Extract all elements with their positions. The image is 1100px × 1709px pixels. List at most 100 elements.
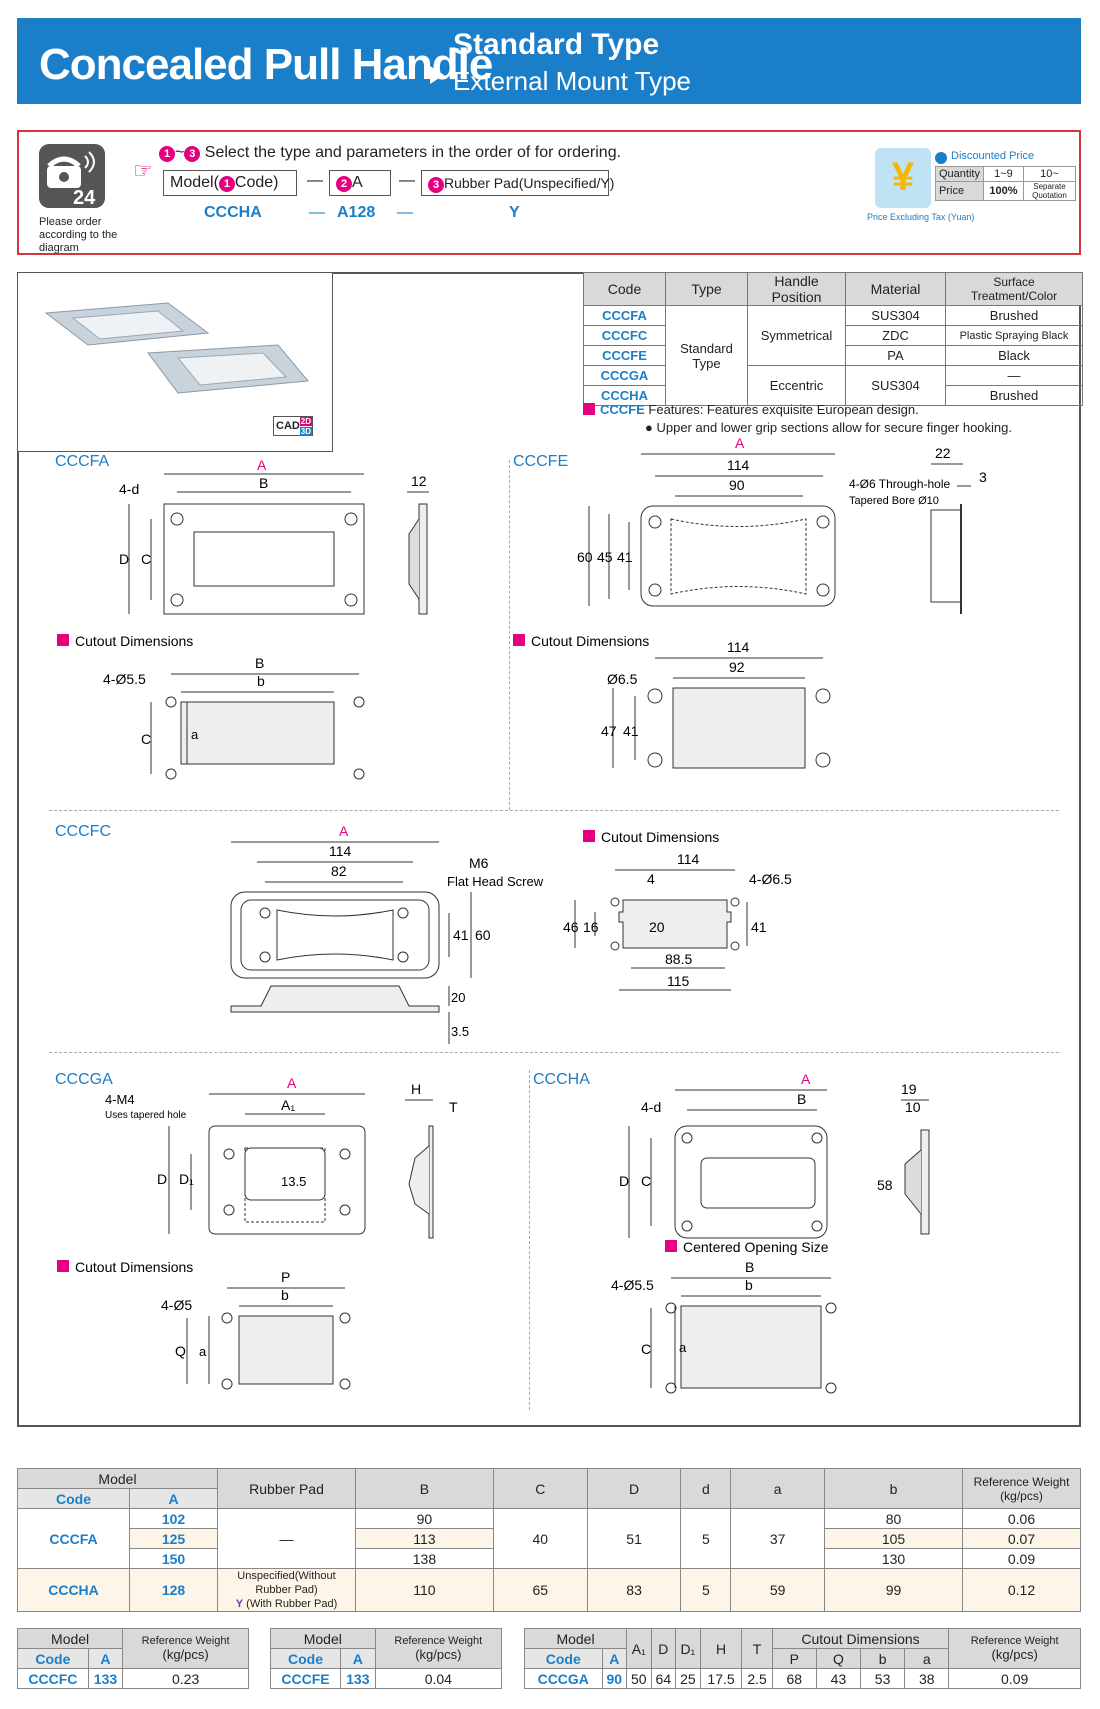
bt-col-B: B — [355, 1468, 494, 1509]
bt-ha-pad: Unspecified(Without Rubber Pad) Y (With R… — [217, 1568, 356, 1612]
bt-fa-w1: 0.06 — [962, 1508, 1081, 1529]
feature-line-1: Features: Features exquisite European de… — [648, 402, 919, 417]
fc-code: Code — [17, 1648, 89, 1669]
bt-weight-unit: (kg/pcs) — [1000, 1488, 1043, 1503]
cccfe-table: Model Reference Weight(kg/pcs) Code A CC… — [270, 1628, 503, 1689]
rubber-pad-box-label: Rubber Pad(Unspecified/Y) — [444, 175, 615, 191]
cccha-cut-C: C — [641, 1341, 651, 1357]
cccga-cut-b: b — [281, 1287, 289, 1303]
fc-w-val: 0.23 — [122, 1668, 249, 1689]
cccha-dim-d: 4-d — [641, 1099, 661, 1115]
cccha-dim-D: D — [619, 1173, 629, 1189]
cccfc-title: CCCFC — [55, 823, 111, 840]
cad-badge[interactable]: CAD 2D 3D — [273, 416, 313, 436]
cccfa-cutout-icon — [57, 634, 69, 646]
ga-model: Model — [523, 1628, 628, 1649]
order-note: Please order according to the diagram — [39, 216, 118, 254]
spec-symmetrical: Symmetrical — [747, 305, 846, 366]
ga-col-t: T — [741, 1628, 773, 1669]
cccfe-dim-22: 22 — [935, 445, 951, 461]
bt-ha-pad1: Unspecified(Without Rubber Pad) — [237, 1570, 336, 1596]
dimension-table: Model Rubber Pad B C D d a b Reference W… — [17, 1468, 1081, 1612]
step-badge-2: 2 — [336, 176, 352, 192]
cccfc-dim-A: A — [339, 823, 349, 839]
cccfe-dim-41: 41 — [617, 549, 633, 565]
price-2: Separate Quotation — [1022, 181, 1076, 201]
cccfa-cut-a: a — [191, 727, 199, 742]
bt-ha-w: 0.12 — [962, 1568, 1081, 1612]
price-label: Price — [935, 181, 984, 201]
cccfa-title: CCCFA — [55, 453, 110, 470]
cccfe-title: CCCFE — [513, 453, 568, 470]
discount-title: Discounted Price — [951, 150, 1035, 162]
cccha-cut-b: b — [745, 1277, 753, 1293]
product-photo — [44, 302, 309, 394]
fe-weight: Reference Weight(kg/pcs) — [374, 1628, 503, 1669]
bt-ha-pad-y: Y — [235, 1598, 244, 1610]
ga-b-val: 53 — [860, 1668, 906, 1689]
cccha-centered-icon — [665, 1240, 677, 1252]
fe-w-val: 0.04 — [374, 1668, 503, 1689]
cccga-dim-A1: A₁ — [281, 1097, 295, 1113]
cccfc-screw2: Flat Head Screw — [447, 874, 544, 889]
ga-col-h: H — [699, 1628, 743, 1669]
ga-cut-a: a — [904, 1648, 950, 1669]
spec-h-surface: Surface Treatment/Color — [945, 272, 1083, 306]
spec-code-cccha: CCCHA — [583, 385, 666, 406]
cccfe-cut-92: 92 — [729, 659, 745, 675]
ga-col-a1: A₁ — [626, 1628, 652, 1669]
bt-rubber: Rubber Pad — [217, 1468, 356, 1509]
cccfe-cut-47: 47 — [601, 723, 617, 739]
cccfc-cut-hole: 4-Ø6.5 — [749, 871, 792, 887]
cccfc-cut-4: 4 — [647, 871, 655, 887]
bt-ha-d: 83 — [586, 1568, 682, 1612]
cccfc-cutout-title: Cutout Dimensions — [601, 829, 719, 845]
cccfa-dim-C: C — [141, 551, 151, 567]
cccga-cut-hole: 4-Ø5 — [161, 1297, 192, 1313]
discount-dot-icon — [935, 152, 947, 164]
cccfa-dim-D: D — [119, 551, 129, 567]
spec-h-type: Type — [665, 272, 748, 306]
page-banner: Concealed Pull Handle Standard Type Exte… — [17, 18, 1081, 104]
cccfe-cut-41: 41 — [623, 723, 639, 739]
cccfc-cut-115: 115 — [667, 973, 690, 989]
fc-weight: Reference Weight(kg/pcs) — [122, 1628, 249, 1669]
bt-a: A — [129, 1488, 218, 1509]
cccfa-drawing: CCCFA A B 4-d D C 12 Cutout Dimensions B… — [55, 453, 429, 780]
cccfe-dim-3: 3 — [979, 469, 987, 485]
cccfc-dim-41: 41 — [453, 927, 469, 943]
cccha-dim-C: C — [641, 1173, 651, 1189]
bt-fa-b1: 90 — [355, 1508, 494, 1529]
ga-code-val: CCCGA — [524, 1668, 603, 1689]
spec-mat-3: PA — [845, 345, 946, 366]
cccfc-dim-35: 3.5 — [451, 1024, 469, 1039]
fc-weight-unit: (kg/pcs) — [162, 1646, 209, 1662]
spec-h-material: Material — [845, 272, 946, 306]
cccfc-drawing: CCCFC A 114 82 M6 Flat Head Screw 41 60 … — [55, 823, 792, 1044]
cccga-dim-A: A — [287, 1075, 297, 1091]
separator-h2 — [49, 1052, 1059, 1053]
cccfa-cut-B: B — [255, 655, 264, 671]
spec-surf-3: Black — [945, 345, 1083, 366]
cccfe-cutout-icon — [513, 634, 525, 646]
cccga-cut-a: a — [199, 1344, 207, 1359]
fc-model: Model — [16, 1628, 124, 1649]
bt-fa-bb1: 80 — [824, 1508, 963, 1529]
badge-24: 24 — [73, 187, 96, 208]
spec-code-cccfc: CCCFC — [583, 325, 666, 346]
cccfa-dim-t: 12 — [411, 473, 427, 489]
ga-aa-val: 38 — [904, 1668, 950, 1689]
bt-ha-pad2: (With Rubber Pad) — [246, 1598, 338, 1610]
spec-mat-1: SUS304 — [845, 305, 946, 326]
ga-a: A — [601, 1648, 628, 1669]
feature-note: CCCFE Features: Features exquisite Europ… — [583, 402, 919, 417]
ga-cut-q: Q — [815, 1648, 862, 1669]
cccga-dim-H: H — [411, 1081, 421, 1097]
cccga-dim-135: 13.5 — [281, 1174, 306, 1189]
bt-col-d: d — [680, 1468, 732, 1509]
fe-a-val: 133 — [340, 1668, 376, 1689]
yuan-icon: ¥ — [875, 148, 931, 208]
arrow-right-icon — [430, 66, 444, 84]
